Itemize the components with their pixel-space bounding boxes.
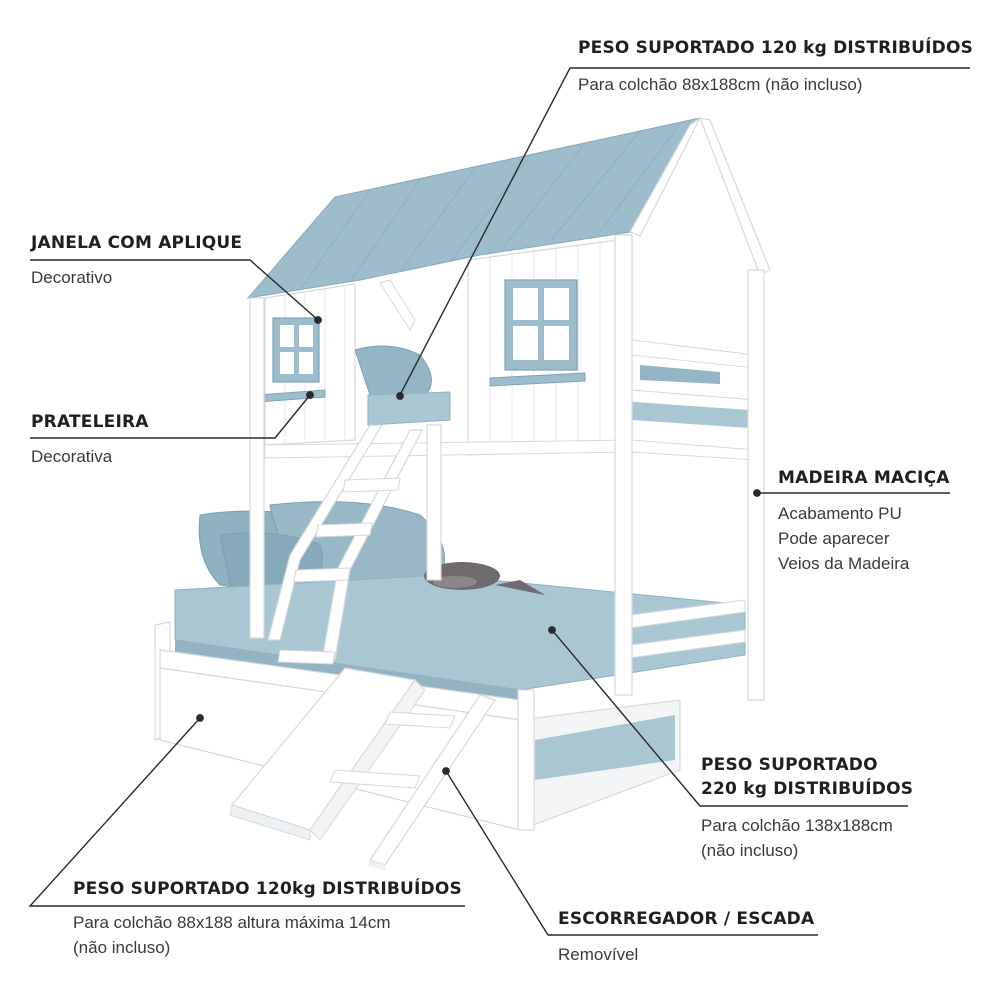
callout-title: 220 kg DISTRIBUÍDOS xyxy=(701,779,914,799)
left-window xyxy=(272,317,320,383)
slide-steps xyxy=(229,667,496,870)
callout-line: Decorativo xyxy=(31,268,113,287)
callout-peso-bottom: PESO SUPORTADO 120kg DISTRIBUÍDOS Para c… xyxy=(73,877,462,960)
callout-line: Removível xyxy=(558,945,639,964)
callout-title: PRATELEIRA xyxy=(31,412,149,432)
callout-line: Veios da Madeira xyxy=(778,554,910,573)
callout-title: PESO SUPORTADO 120kg DISTRIBUÍDOS xyxy=(73,879,462,899)
callout-line: Acabamento PU xyxy=(778,504,902,523)
callout-peso-top: PESO SUPORTADO 120 kg DISTRIBUÍDOS Para … xyxy=(578,36,973,97)
callout-peso-mid: PESO SUPORTADO 220 kg DISTRIBUÍDOS Para … xyxy=(701,753,913,863)
callout-madeira: MADEIRA MACIÇA Acabamento PU Pode aparec… xyxy=(778,466,950,576)
callout-line: Decorativa xyxy=(31,447,113,466)
callout-title: ESCORREGADOR / ESCADA xyxy=(558,909,815,929)
whale-plush xyxy=(424,562,545,595)
ladder xyxy=(267,424,423,665)
callout-line: (não incluso) xyxy=(73,938,171,957)
right-window xyxy=(504,279,578,371)
callout-line: Para colchão 88x188 altura máxima 14cm xyxy=(73,913,391,932)
callout-line: Para colchão 88x188cm (não incluso) xyxy=(578,75,863,94)
callout-title: PESO SUPORTADO xyxy=(701,755,878,775)
callout-line: Pode aparecer xyxy=(778,529,890,548)
callout-janela: JANELA COM APLIQUE Decorativo xyxy=(31,231,242,290)
leader-lines xyxy=(28,67,970,936)
callout-title: JANELA COM APLIQUE xyxy=(31,233,243,253)
upper-house xyxy=(246,117,771,461)
callout-line: Para colchão 138x188cm xyxy=(701,816,893,835)
callout-prateleira: PRATELEIRA Decorativa xyxy=(31,410,149,469)
callout-title: MADEIRA MACIÇA xyxy=(778,468,950,488)
posts xyxy=(249,234,765,701)
callout-escorregador: ESCORREGADOR / ESCADA Removível xyxy=(558,907,814,967)
callout-line: (não incluso) xyxy=(701,841,799,860)
callout-title: PESO SUPORTADO 120 kg DISTRIBUÍDOS xyxy=(578,38,974,58)
